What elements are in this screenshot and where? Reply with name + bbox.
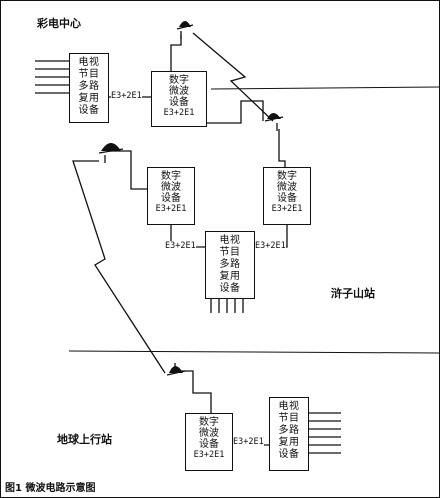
tv-mux-uplink-label: 电视 节目 多路 复用 设备: [278, 401, 300, 460]
dmw-up-code: E3+2E1: [193, 450, 225, 460]
dmw-ml-line-3: 设备: [161, 193, 181, 204]
dmw-mr-line-3: 设备: [277, 193, 297, 204]
dmw-center-code: E3+2E1: [163, 108, 195, 118]
digital-microwave-uplink: 数字 微波 设备 E3+2E1: [185, 413, 233, 471]
antenna-icon-mountain-right: [264, 113, 284, 131]
dmw-ml-line-2: 微波: [161, 182, 181, 193]
digital-microwave-mountain-left: 数字 微波 设备 E3+2E1: [147, 167, 195, 225]
dmw-mr-line-1: 数字: [277, 171, 297, 182]
station-label-center: 彩电中心: [37, 17, 81, 30]
tv-mux-center: 电视 节目 多路 复用 设备: [69, 53, 109, 123]
dmw-ml-line-1: 数字: [161, 171, 181, 182]
digital-microwave-mountain-right: 数字 微波 设备 E3+2E1: [263, 167, 311, 225]
tv-mux-uplink: 电视 节目 多路 复用 设备: [269, 397, 309, 471]
interface-label-center: E3+2E1: [111, 91, 142, 101]
dmw-center-line-3: 设备: [169, 97, 189, 108]
station-label-uplink: 地球上行站: [57, 433, 112, 446]
interface-label-uplink: E3+2E1: [233, 437, 264, 447]
antenna-icon-mountain-left: [98, 143, 124, 163]
figure-caption: 图1 微波电路示意图: [5, 483, 96, 494]
interface-label-mountain-left: E3+2E1: [165, 241, 196, 251]
dmw-up-line-1: 数字: [199, 417, 219, 428]
digital-microwave-center: 数字 微波 设备 E3+2E1: [151, 71, 207, 127]
dmw-mr-line-2: 微波: [277, 182, 297, 193]
tv-mux-mountain: 电视 节目 多路 复用 设备: [205, 231, 255, 299]
dmw-mr-code: E3+2E1: [271, 204, 303, 214]
dmw-center-line-2: 微波: [169, 86, 189, 97]
dmw-center-line-1: 数字: [169, 75, 189, 86]
dmw-ml-code: E3+2E1: [155, 204, 187, 214]
interface-label-mountain-right: E3+2E1: [255, 241, 286, 251]
tv-mux-mountain-label: 电视 节目 多路 复用 设备: [219, 235, 241, 294]
dmw-up-line-3: 设备: [199, 439, 219, 450]
antenna-icon-center: [176, 21, 194, 39]
station-label-mountain: 浒子山站: [331, 287, 375, 300]
dmw-up-line-2: 微波: [199, 428, 219, 439]
antenna-icon-uplink: [166, 363, 186, 376]
tv-mux-center-label: 电视 节目 多路 复用 设备: [78, 57, 100, 116]
